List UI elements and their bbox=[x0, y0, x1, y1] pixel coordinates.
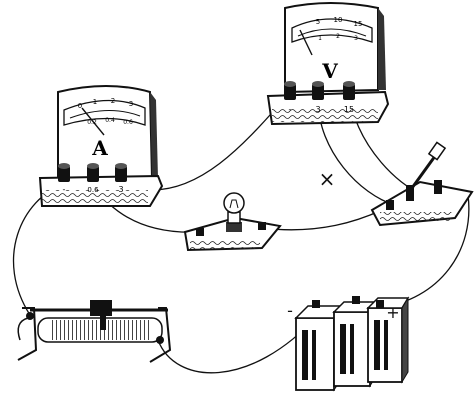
rheostat bbox=[17, 300, 172, 363]
ammeter-scale-top-1: 1 bbox=[93, 98, 97, 106]
rheostat-right-bracket bbox=[149, 307, 172, 363]
voltmeter-terminal-15[interactable] bbox=[343, 81, 355, 100]
switch bbox=[370, 141, 474, 227]
voltmeter-terminal-label-15: 15 bbox=[344, 105, 354, 114]
wire-rheostat-to-battery-neg bbox=[157, 314, 319, 374]
ammeter-letter: A bbox=[91, 136, 108, 160]
ammeter-needle bbox=[81, 107, 105, 136]
ammeter-scale-top-3: 3 bbox=[129, 100, 133, 108]
voltmeter-scale-bottom-2: 3 bbox=[354, 35, 358, 42]
bulb-terminal-left[interactable] bbox=[196, 228, 204, 236]
ammeter-terminal-06[interactable] bbox=[87, 163, 99, 182]
voltmeter-needle bbox=[299, 29, 313, 56]
ammeter: 0 1 2 3 0.2 0.4 0.6 A - 0.6 3 bbox=[38, 85, 164, 207]
voltmeter-terminal-3[interactable] bbox=[312, 81, 324, 100]
voltmeter: 5 10 15 1 2 3 V - 3 15 bbox=[266, 2, 390, 126]
ammeter-terminal-neg[interactable] bbox=[58, 163, 70, 182]
ammeter-scale-bottom-0: 0.2 bbox=[87, 119, 97, 126]
ammeter-scale-top-2: 2 bbox=[111, 97, 115, 105]
ammeter-scale-bottom-2: 0.6 bbox=[123, 119, 133, 126]
battery-terminal-mid bbox=[352, 296, 360, 304]
switch-terminal-left[interactable] bbox=[406, 185, 414, 201]
ammeter-terminal-3[interactable] bbox=[115, 163, 127, 182]
bulb-glass bbox=[223, 192, 245, 214]
voltmeter-scale-top-0: 5 bbox=[316, 18, 320, 26]
bulb-filament bbox=[229, 199, 239, 209]
voltmeter-dial bbox=[291, 18, 373, 43]
switch-handle[interactable] bbox=[427, 141, 447, 161]
ammeter-dial bbox=[63, 99, 146, 126]
battery-plus-label: + bbox=[386, 303, 399, 322]
battery-minus-label: - bbox=[287, 301, 293, 320]
cross-mark: × bbox=[319, 167, 336, 191]
wire-ammeter-3-to-voltmeter bbox=[151, 97, 286, 191]
ammeter-terminal-label-06: 0.6 bbox=[87, 186, 99, 194]
voltmeter-scale-top-1: 10 bbox=[334, 16, 343, 24]
voltmeter-letter: V bbox=[321, 59, 338, 83]
rheostat-left-bracket bbox=[17, 307, 38, 361]
ammeter-scale-top-0: 0 bbox=[78, 102, 82, 110]
voltmeter-scale-bottom-1: 2 bbox=[336, 33, 340, 40]
ammeter-terminal-label-3: 3 bbox=[118, 185, 123, 194]
voltmeter-scale-top-2: 15 bbox=[354, 20, 363, 28]
battery-terminal-pos[interactable] bbox=[376, 300, 384, 308]
battery: - + bbox=[287, 296, 410, 392]
bulb-terminal-right[interactable] bbox=[258, 222, 266, 230]
rheostat-slider[interactable] bbox=[90, 300, 112, 316]
voltmeter-terminal-label-3: 3 bbox=[315, 105, 320, 114]
battery-terminal-neg[interactable] bbox=[312, 300, 320, 308]
rheostat-terminal-right[interactable] bbox=[156, 336, 164, 344]
ammeter-terminal-label-neg: - bbox=[63, 185, 66, 194]
voltmeter-terminal-label-neg: - bbox=[289, 105, 292, 114]
voltmeter-scale-bottom-0: 1 bbox=[318, 35, 322, 42]
battery-cell-3 bbox=[366, 296, 410, 384]
voltmeter-terminal-neg[interactable] bbox=[284, 81, 296, 100]
switch-terminal-right[interactable] bbox=[434, 180, 442, 194]
ammeter-scale-bottom-1: 0.4 bbox=[105, 117, 115, 124]
rheostat-terminal-left[interactable] bbox=[26, 312, 34, 320]
bulb bbox=[183, 192, 282, 252]
